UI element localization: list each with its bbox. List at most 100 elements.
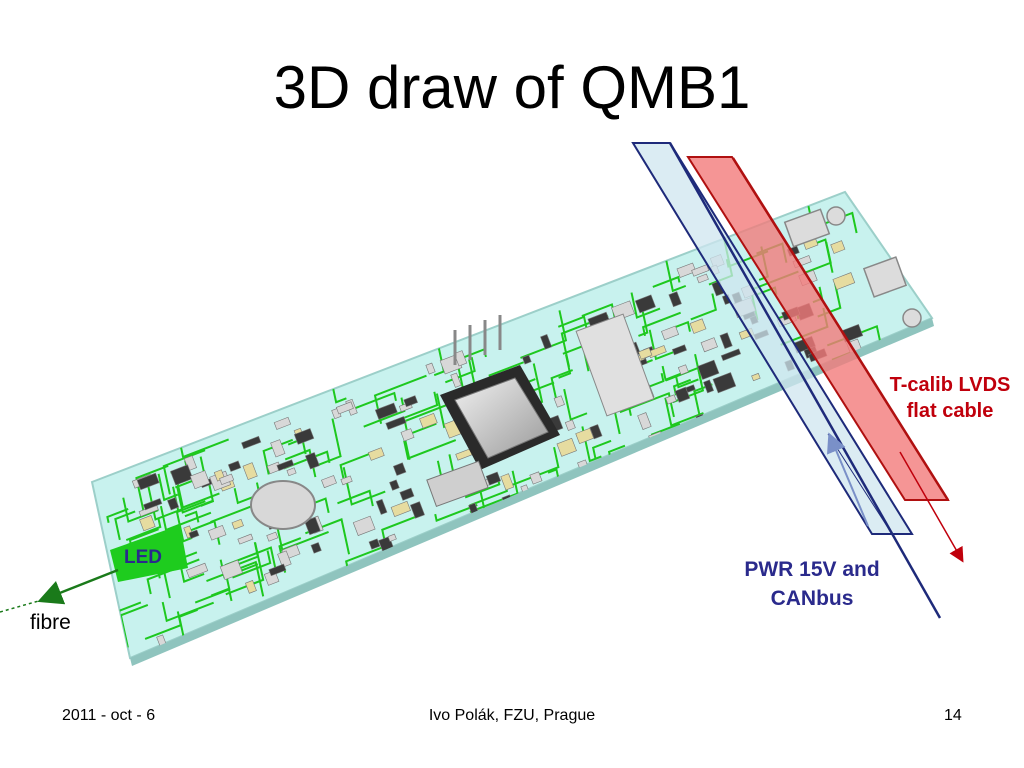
smd-component [219,559,243,581]
pcb-trace [184,510,200,523]
pcb-trace [520,310,568,359]
smd-component [335,401,354,415]
smd-component [450,372,462,388]
pcb-trace [122,497,159,523]
smd-component [700,337,718,353]
smd-component [400,428,415,442]
smd-component [751,372,761,382]
pcb-trace [157,473,179,502]
smd-component [340,475,353,486]
edge-connector [783,206,922,328]
pwr-label-line2: CANbus [770,587,854,610]
smd-component [375,498,388,515]
connector-block [575,313,655,417]
smd-component [521,354,532,365]
pcb-trace [106,507,129,523]
pcb-trace [232,550,272,579]
smd-component [241,435,262,450]
smd-component [403,395,419,408]
smd-component [227,460,242,472]
pcb-trace [114,510,136,541]
smd-component [611,300,635,322]
smd-component [691,264,710,277]
pcb-trace [652,275,681,288]
smd-component [712,372,737,394]
smd-component [266,531,279,542]
smd-component [419,412,438,429]
pcb-trace [175,510,193,543]
smd-component [637,412,652,430]
pcb-trace [402,391,439,420]
pcb-trace [403,439,457,460]
pcb-trace [135,464,169,514]
fibre-label: fibre [30,611,71,634]
smd-component [392,462,407,476]
smd-component [385,416,407,430]
pcb-trace [176,486,214,514]
smd-component [661,325,680,341]
smd-component [399,487,415,501]
pcb-trace [363,397,406,428]
smd-component [207,524,227,541]
smd-component [719,332,733,349]
footer-date: 2011 - oct - 6 [62,707,156,724]
smd-component [183,455,198,471]
smd-component [188,529,200,539]
smd-component [390,500,411,517]
smd-component [556,437,577,457]
pcb-trace [283,450,331,470]
smd-component [674,386,691,403]
led-pad [110,525,188,582]
tcalib-lvds-cable [686,156,964,563]
pcb-trace [591,439,612,460]
smd-component [374,402,398,420]
pcb-trace [664,256,687,293]
pcb-trace [661,365,682,381]
smd-component [143,498,163,511]
smd-component [564,419,576,431]
smd-component [387,533,397,542]
smd-component [409,501,425,519]
smd-component [273,416,292,430]
smd-component [677,364,689,376]
smd-component [665,394,677,405]
fibre-arrow [37,568,119,605]
smd-component [540,334,553,350]
smd-component [139,515,156,532]
round-component [250,480,316,530]
pwr-label-line1: PWR 15V and [744,558,880,581]
smd-component [553,395,565,408]
pcb-trace [664,397,704,427]
led-label: LED [124,547,162,568]
pin-header [453,315,502,365]
smd-component [286,467,297,477]
smd-component [276,459,295,472]
smd-component [500,473,515,491]
pcb-trace [563,388,588,421]
pcb-trace [161,601,215,623]
smd-component [720,348,742,361]
pcb-trace [469,470,519,513]
pcb-trace [648,329,675,361]
pcb-trace [506,446,560,488]
pwr-canbus-cable [631,142,942,619]
pcb-trace [174,474,220,509]
pcb-trace [159,505,212,532]
smd-component [167,497,180,511]
pwr-flow-arrow [827,432,869,527]
main-fpga-chip [440,365,560,470]
smd-component [352,515,376,536]
smd-component [231,518,244,530]
tcalib-label-line1: T-calib LVDS [889,374,1011,396]
smd-component [245,580,257,594]
pcb-trace [690,293,718,321]
pcb-trace [146,480,183,521]
smd-component [575,427,595,445]
smd-component [293,428,315,445]
smd-component [368,538,381,550]
connector-block [426,460,489,508]
footer-author: Ivo Polák, FZU, Prague [428,707,596,724]
smd-component [268,563,287,577]
pcb-trace [337,489,374,507]
pcb-trace [210,587,233,602]
